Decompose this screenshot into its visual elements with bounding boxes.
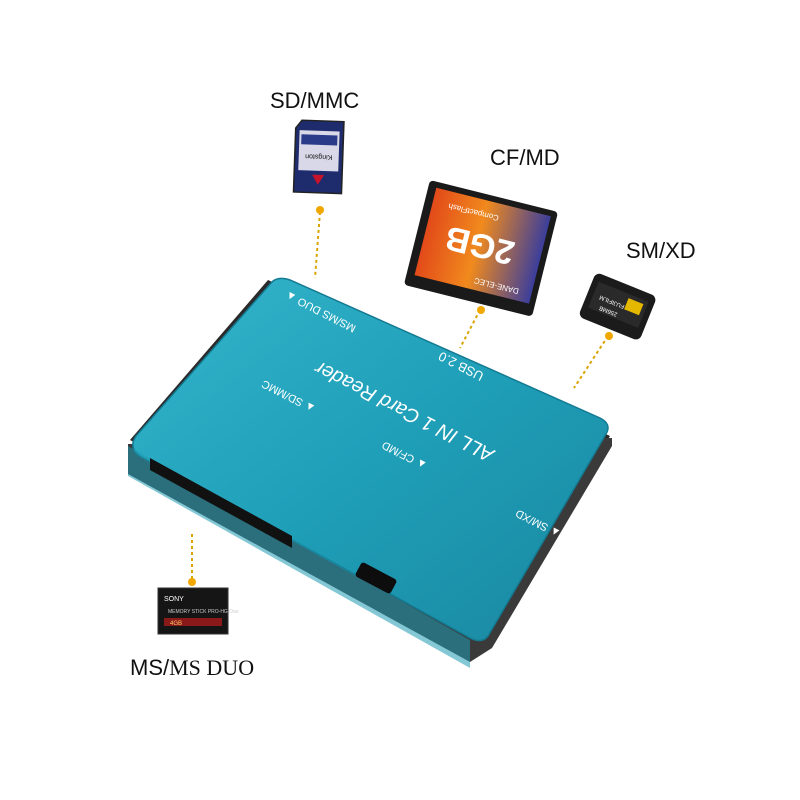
label-ms-duo: MS/MS DUO: [130, 655, 254, 681]
label-sd-mmc: SD/MMC: [270, 88, 360, 113]
cf-card: 2GB DANE-ELEC CompactFlash: [404, 180, 558, 316]
mini-usb-port: [355, 562, 397, 594]
leader-dot-ms: [188, 578, 196, 586]
sd-card-brand: Kingston: [305, 152, 333, 160]
sd-card: Kingston: [292, 119, 345, 195]
ms-card-brand: SONY: [164, 596, 184, 603]
ms-card-type: MEMORY STICK PRO-HG Duo: [168, 609, 239, 615]
ms-card-capacity: 4GB: [170, 621, 182, 627]
leader-dot-cf: [477, 306, 485, 314]
card-reader: ALL IN 1 Card Reader ▲ SM/XD ▲ CF/MD ▲ S…: [128, 277, 612, 668]
leader-sd: [314, 211, 321, 279]
leader-dot-sd: [316, 206, 324, 214]
label-ms-part-a: MS/: [130, 655, 170, 680]
label-ms-part-b: MS DUO: [169, 655, 255, 680]
leader-lines: [191, 211, 609, 580]
leader-dot-sm: [605, 332, 613, 340]
ms-card: SONY MEMORY STICK PRO-HG Duo 4GB: [157, 587, 239, 635]
leader-cf: [459, 309, 481, 349]
xd-card: FUJIFILM 256MB: [579, 273, 656, 340]
leader-sm: [573, 335, 609, 389]
label-cf-md: CF/MD: [490, 145, 560, 170]
label-sm-xd: SM/XD: [626, 238, 696, 263]
ms-slot: [150, 458, 292, 548]
